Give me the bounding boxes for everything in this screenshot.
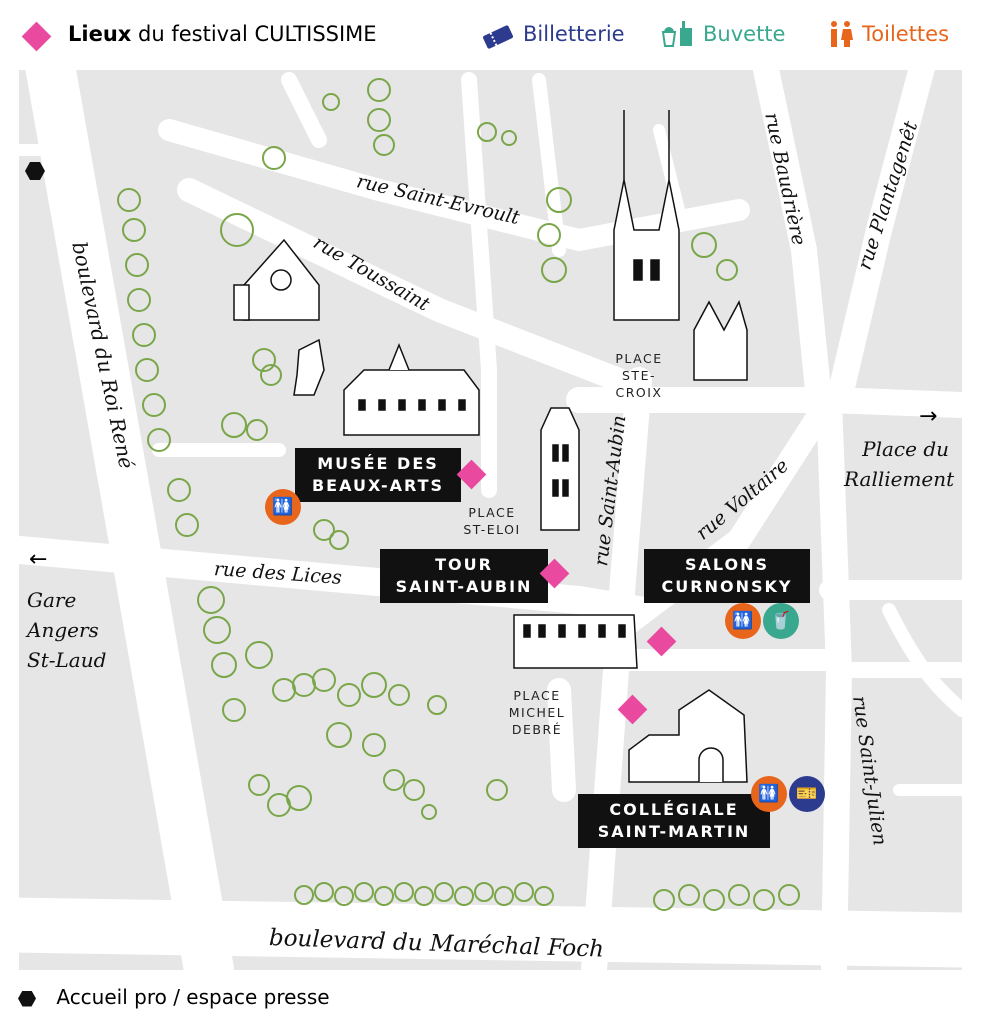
drink-icon: [661, 21, 692, 47]
ticket-icon: 🎫: [789, 776, 825, 812]
legend-lieux-bold: Lieux: [68, 22, 132, 46]
legend-buvette: Buvette: [703, 22, 786, 46]
venue-salons-curnonsky[interactable]: SALONS CURNONSKY: [644, 549, 810, 603]
place-michel-debre: PLACE MICHEL DEBRÉ: [508, 688, 566, 737]
legend-accueil-label: Accueil pro / espace presse: [56, 985, 330, 1009]
arrow-left-icon: ←: [29, 547, 48, 572]
toilet-icon: 🚻: [265, 489, 301, 525]
venue-musee-beaux-arts[interactable]: MUSÉE DES BEAUX-ARTS: [295, 448, 461, 502]
drink-icon: 🥤: [763, 603, 799, 639]
place-ste-croix: PLACE STE-CROIX: [615, 351, 663, 400]
toilet-icon: [831, 21, 853, 47]
toilet-icon: 🚻: [751, 776, 787, 812]
legend-lieux-text: du festival CULTISSIME: [138, 22, 377, 46]
ticket-icon: [483, 25, 513, 49]
arrow-right-icon: →: [919, 404, 938, 429]
map-base: [19, 70, 962, 970]
legend-lieux: Lieux du festival CULTISSIME: [68, 22, 377, 46]
toilet-icon: 🚻: [725, 603, 761, 639]
legend-billetterie: Billetterie: [523, 22, 625, 46]
legend-toilettes: Toilettes: [862, 22, 950, 46]
hexagon-icon: [18, 990, 36, 1007]
place-st-eloi: PLACE ST-ELOI: [463, 505, 521, 537]
hexagon-icon: [25, 162, 45, 180]
venue-collegiale-saint-martin[interactable]: COLLÉGIALE SAINT-MARTIN: [578, 794, 770, 848]
venue-tour-saint-aubin[interactable]: TOUR SAINT-AUBIN: [380, 549, 548, 603]
legend-bar: Lieux du festival CULTISSIME Billetterie…: [0, 0, 981, 70]
destination-ralliement[interactable]: Place du Ralliement: [844, 437, 955, 491]
legend-accueil: Accueil pro / espace presse: [18, 985, 330, 1009]
destination-gare[interactable]: Gare Angers St-Laud: [27, 588, 107, 672]
diamond-icon: [21, 21, 52, 52]
map-area: boulevard du Roi René rue Saint-Evroult …: [19, 70, 962, 970]
